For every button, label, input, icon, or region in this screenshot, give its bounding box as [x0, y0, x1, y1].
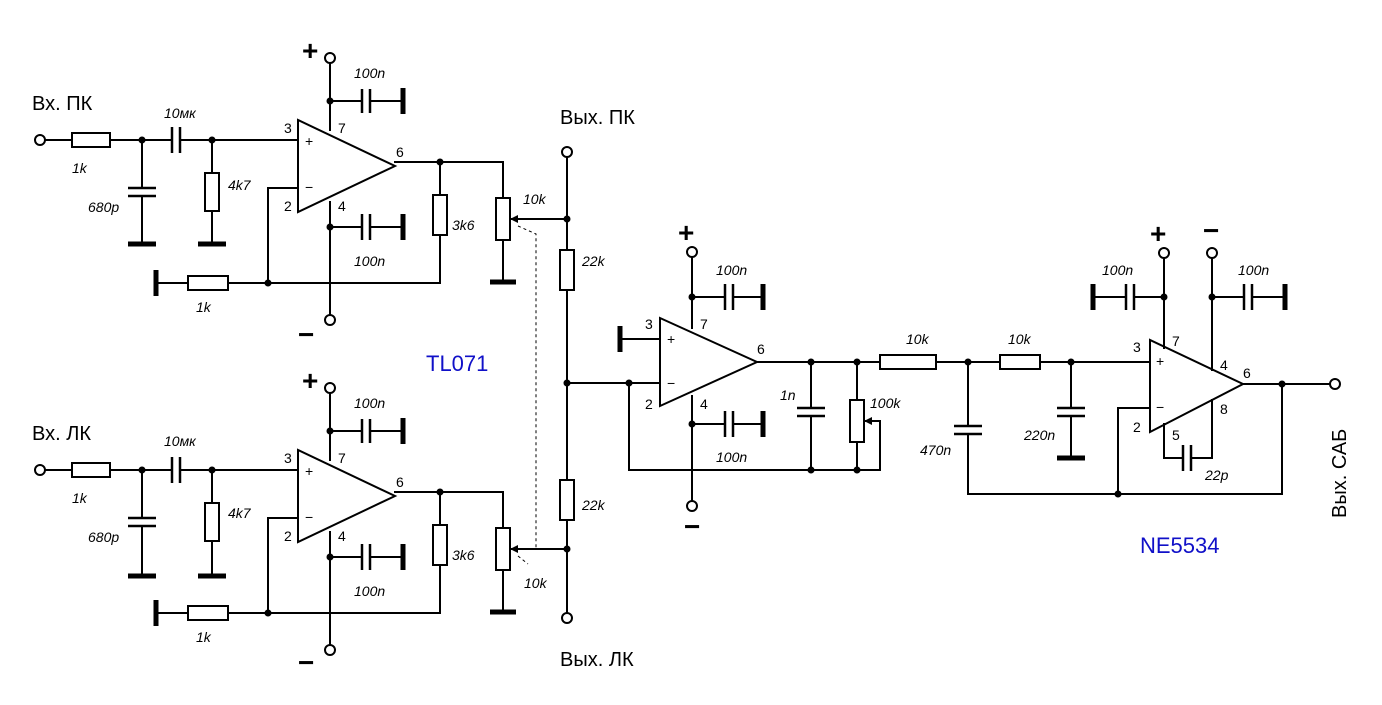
sign-minus: − [1203, 215, 1219, 246]
filter-stage [856, 247, 1341, 498]
summing-section [517, 146, 575, 624]
pin-label: 8 [1220, 401, 1228, 417]
value-label: 220n [1023, 427, 1055, 443]
value-label: 100n [716, 262, 747, 278]
value-label: 10k [1008, 331, 1032, 347]
pin-label: 7 [338, 450, 346, 466]
value-label: 100n [716, 449, 747, 465]
value-label: 1k [72, 160, 88, 176]
pin-label: 3 [284, 120, 292, 136]
pin-label: 4 [1220, 357, 1228, 373]
pin-label: 5 [1172, 427, 1180, 443]
chip-label-tl071: TL071 [426, 351, 488, 376]
sign-plus: + [1150, 218, 1166, 249]
terminal-out-lower [561, 612, 573, 624]
pin-label: + [305, 133, 313, 149]
label-out-right: Вых. ЛК [560, 649, 634, 671]
opamp-tl071-upper [297, 118, 398, 214]
pin-label: 2 [645, 396, 653, 412]
value-label: 22k [581, 253, 606, 269]
pin-label: 6 [396, 474, 404, 490]
upper-channel [34, 52, 568, 326]
pin-label: 4 [338, 528, 346, 544]
pin-label: + [1156, 353, 1164, 369]
lower-channel [34, 382, 568, 656]
value-label: 100n [1238, 262, 1269, 278]
pin-label: + [667, 331, 675, 347]
opamp-middle [659, 316, 760, 408]
label-in-left: Вх. ПК [32, 93, 93, 115]
sign-minus: − [298, 319, 314, 350]
value-label: 680p [88, 529, 119, 545]
value-label: 100n [354, 65, 385, 81]
chip-label-ne5534: NE5534 [1140, 533, 1220, 558]
opamp-tl071-lower [297, 448, 398, 544]
sign-plus: + [678, 217, 694, 248]
terminal-in-upper [34, 134, 46, 146]
pin-label: − [305, 509, 313, 525]
value-label: 1n [780, 387, 796, 403]
value-label: 10k [906, 331, 930, 347]
value-label: 10k [523, 191, 547, 207]
opamp-ne5534 [1149, 338, 1246, 434]
pin-label: 2 [284, 528, 292, 544]
terminal-in-lower [34, 464, 46, 476]
pin-label: 7 [338, 120, 346, 136]
pin-label: 6 [396, 144, 404, 160]
terminal-out-upper [561, 146, 573, 158]
pin-label: 3 [645, 316, 653, 332]
value-label: 100n [354, 253, 385, 269]
value-label: 1k [196, 299, 212, 315]
sign-minus: − [684, 511, 700, 542]
terminal-out-sub [1329, 378, 1341, 390]
value-label: 1k [196, 629, 212, 645]
pin-label: 2 [1133, 419, 1141, 435]
value-label: 100n [1102, 262, 1133, 278]
sign-plus: + [302, 365, 318, 396]
value-label: 10k [524, 575, 548, 591]
pin-label: 7 [1172, 333, 1180, 349]
pin-label: 4 [700, 396, 708, 412]
resistor-1k-in-lower [71, 462, 111, 478]
value-label: 4k7 [228, 505, 252, 521]
pin-label: 2 [284, 198, 292, 214]
pin-label: + [305, 463, 313, 479]
value-label: 10мк [164, 433, 197, 449]
pin-label: − [667, 375, 675, 391]
pin-label: − [1156, 399, 1164, 415]
label-out-sub: Вых. САБ [1329, 429, 1351, 518]
pin-label: 4 [338, 198, 346, 214]
pin-label: − [305, 179, 313, 195]
pin-label: 6 [1243, 365, 1251, 381]
value-label: 470n [920, 442, 951, 458]
value-label: 22p [1204, 467, 1229, 483]
labels: Вх. ПК Вх. ЛК Вых. ПК Вых. ЛК Вых. САБ T… [32, 35, 1351, 678]
value-label: 1k [72, 490, 88, 506]
sign-minus: − [298, 647, 314, 678]
label-out-left: Вых. ПК [560, 107, 635, 129]
middle-stage [566, 246, 881, 512]
pin-label: 3 [1133, 339, 1141, 355]
sign-plus: + [302, 35, 318, 66]
value-label: 4k7 [228, 177, 252, 193]
value-label: 22k [581, 497, 606, 513]
label-in-right: Вх. ЛК [32, 423, 91, 445]
value-label: 100n [354, 583, 385, 599]
value-label: 680p [88, 199, 119, 215]
value-label: 3k6 [452, 547, 475, 563]
value-label: 100n [354, 395, 385, 411]
value-label: 3k6 [452, 217, 475, 233]
value-label: 10мк [164, 105, 197, 121]
pin-label: 7 [700, 316, 708, 332]
pin-label: 3 [284, 450, 292, 466]
pin-label: 6 [757, 341, 765, 357]
resistor-1k-in-upper [71, 132, 111, 148]
value-label: 100k [870, 395, 901, 411]
